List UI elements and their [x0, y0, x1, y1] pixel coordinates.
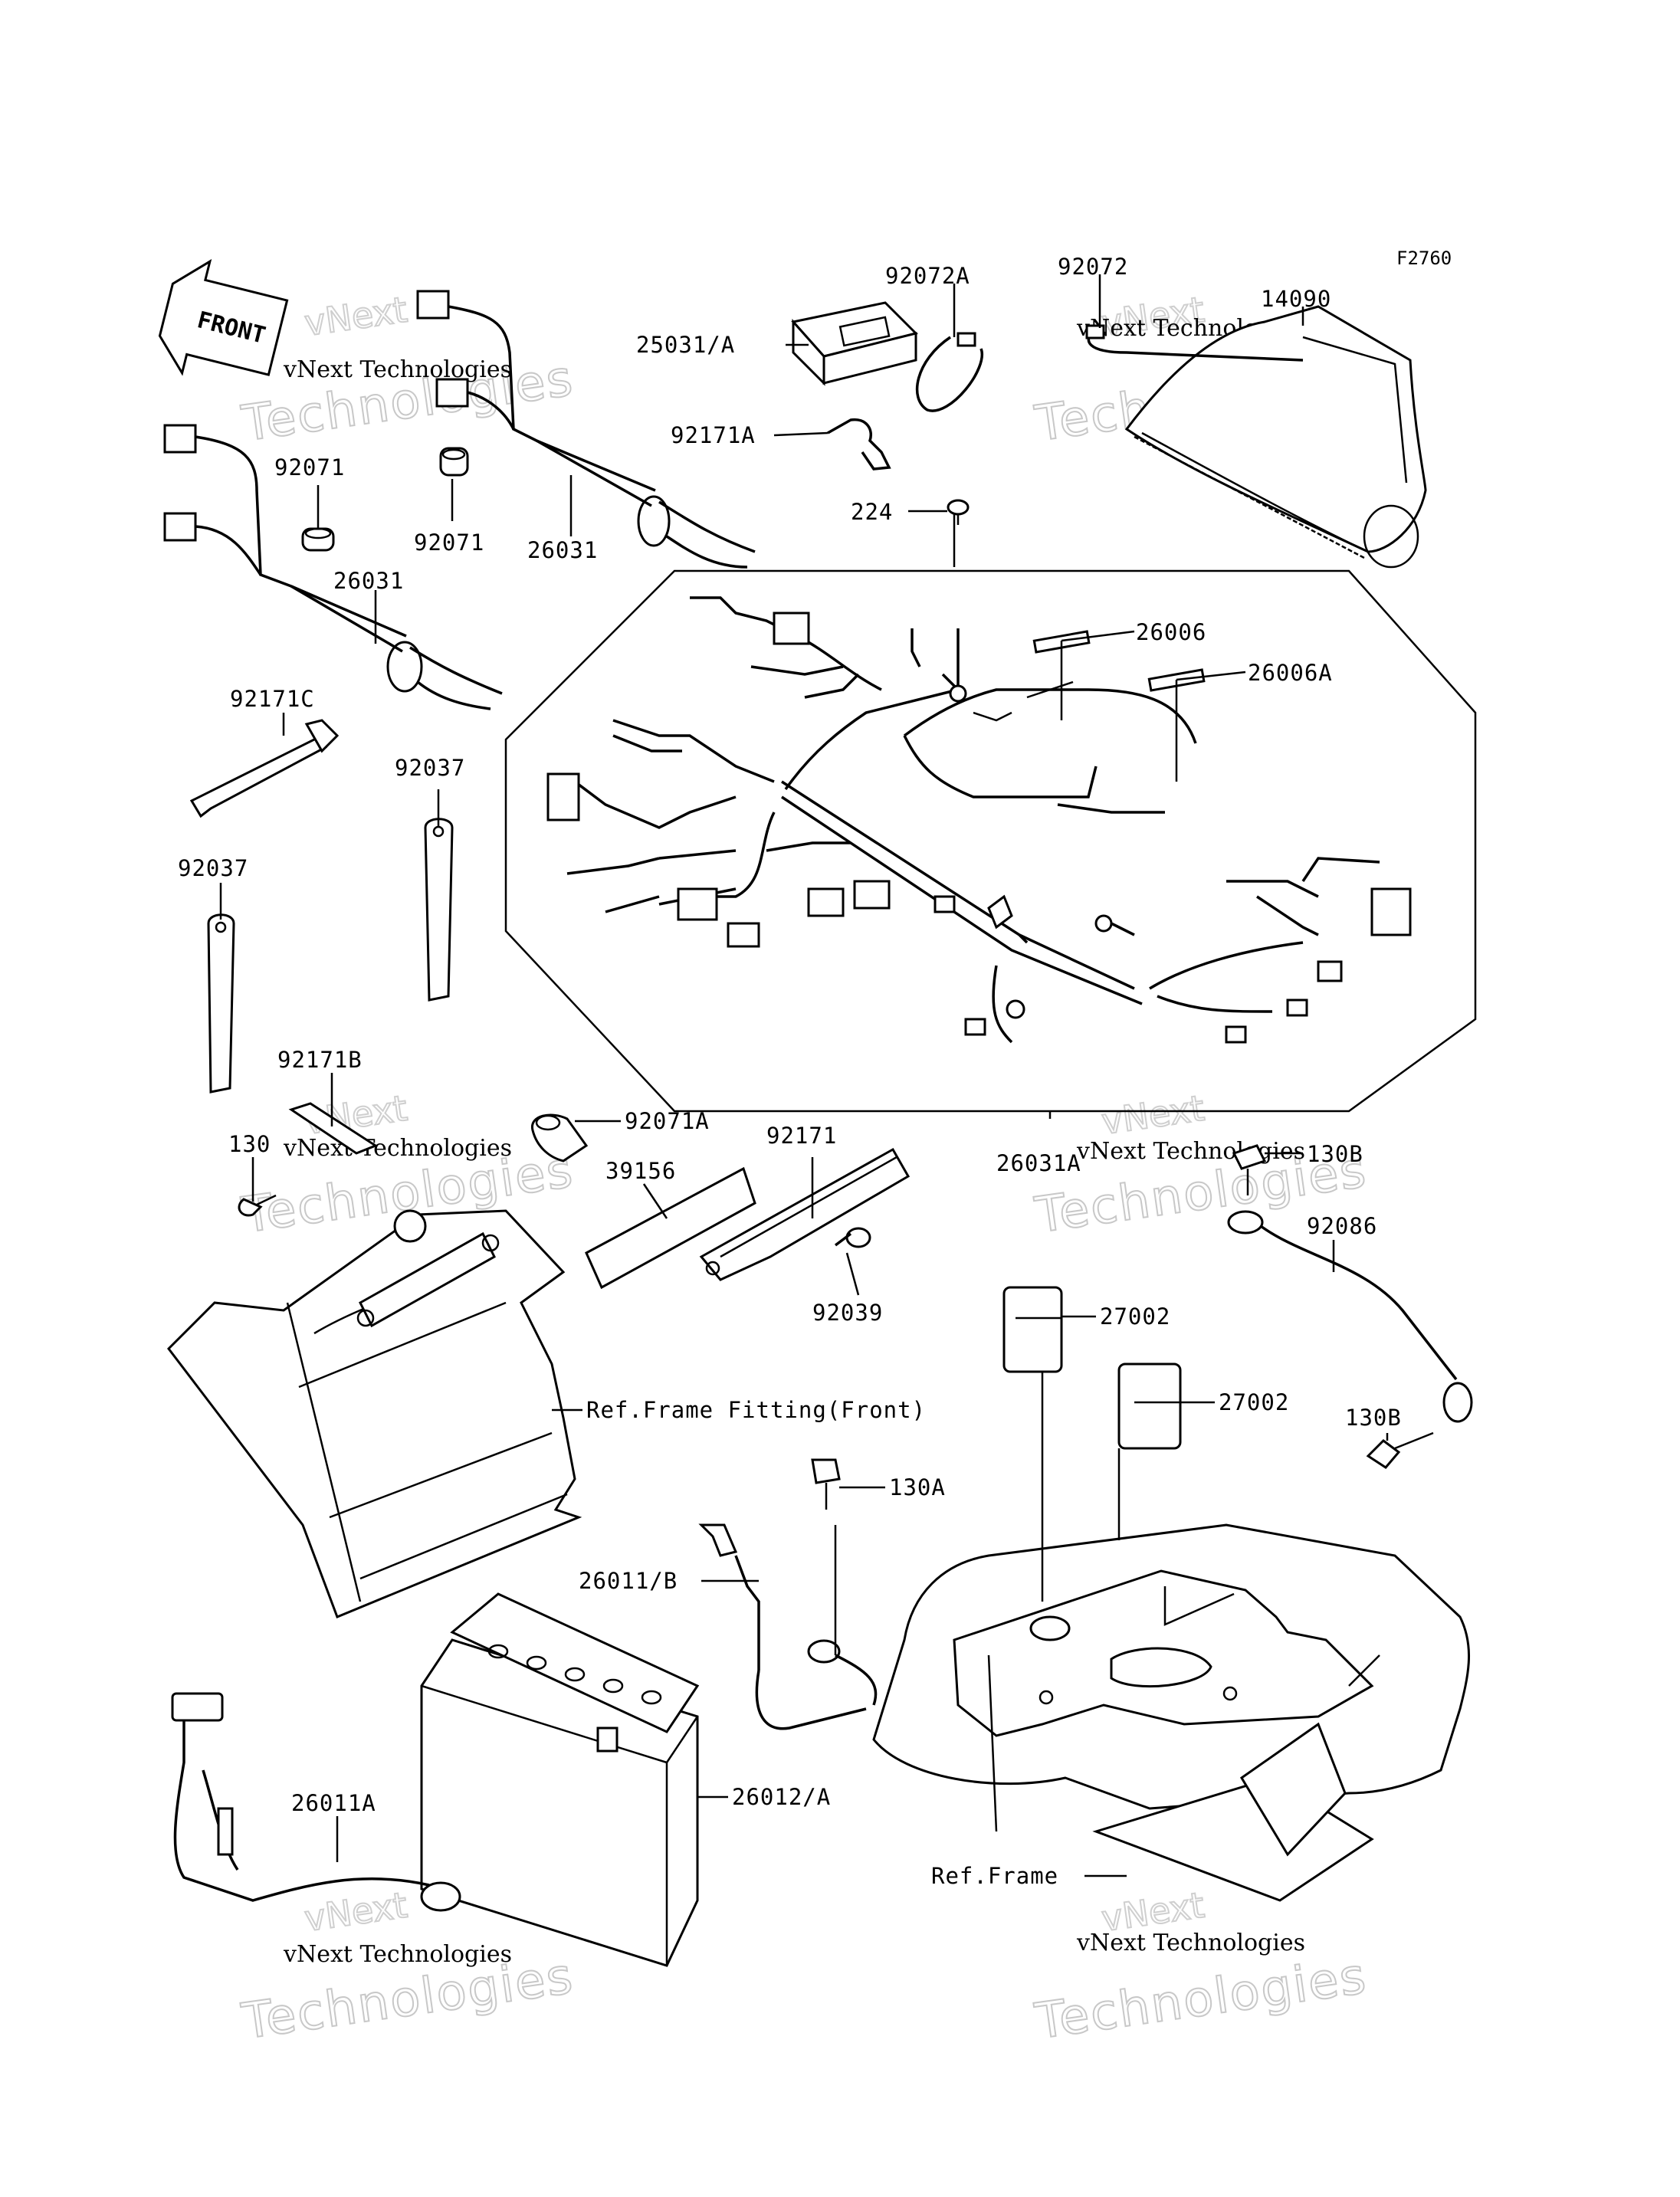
label-92039: 92039: [812, 1300, 883, 1326]
svg-text:vNext Technologies: vNext Technologies: [283, 356, 512, 383]
part-27002-relay-b: [1117, 1362, 1182, 1450]
svg-text:vNext: vNext: [302, 1884, 410, 1940]
svg-text:vNext: vNext: [1099, 1087, 1207, 1143]
label-39156: 39156: [605, 1158, 676, 1184]
ref-frame: [872, 1523, 1471, 1902]
part-92171B-strip: [288, 1102, 379, 1155]
part-92086-ground-cable: [1227, 1210, 1473, 1423]
label-26031-mid: 26031: [333, 568, 404, 594]
svg-text:vNext: vNext: [302, 289, 410, 344]
part-92171-bracket: [699, 1147, 911, 1281]
part-14090-cover: [1124, 305, 1427, 569]
part-130A-bolt: [811, 1458, 841, 1510]
part-92037-strap-left: [207, 913, 235, 1094]
label-25031A: 25031/A: [636, 332, 735, 358]
svg-text:vNext Technologies: vNext Technologies: [1076, 1138, 1305, 1165]
part-26031A-frame: [504, 569, 1477, 1113]
part-labels: 92072A 92072 14090 25031/A 92171A 92071 …: [178, 254, 1402, 1889]
label-92071A: 92071A: [625, 1108, 710, 1134]
part-130B-bolt-bottom: [1366, 1431, 1434, 1469]
svg-text:vNext Technologies: vNext Technologies: [283, 1135, 512, 1162]
part-39156-pad: [585, 1166, 756, 1290]
ref-frame-fitting-front: [167, 1209, 582, 1618]
label-92171B: 92171B: [277, 1047, 363, 1073]
part-26011B-cable: [698, 1523, 878, 1730]
label-130: 130: [228, 1131, 271, 1157]
svg-text:Technologies: Technologies: [1032, 1948, 1370, 2051]
label-26011B: 26011/B: [579, 1568, 678, 1594]
part-26012A-battery: [420, 1592, 700, 1967]
part-92171A-clamp: [827, 418, 891, 471]
watermark-bottom-right: vNext Technologies vNext Technologies: [1031, 1884, 1371, 2051]
label-26006: 26006: [1136, 619, 1206, 645]
label-92037-left: 92037: [178, 855, 248, 881]
label-27002-a: 27002: [1100, 1303, 1170, 1330]
part-130-bolt: [238, 1194, 277, 1217]
label-130A: 130A: [889, 1474, 946, 1500]
part-92171C-strip: [189, 719, 340, 818]
label-92071-left: 92071: [274, 454, 345, 480]
label-27002-b: 27002: [1219, 1389, 1289, 1415]
part-92071-grommet-left: [301, 527, 335, 552]
part-27002-relay-a: [1002, 1286, 1063, 1373]
svg-text:vNext Technologies: vNext Technologies: [283, 1941, 512, 1968]
label-92037-right: 92037: [395, 755, 465, 781]
part-26031-harness-top: [416, 290, 756, 569]
part-26031-harness-mid: [163, 424, 503, 710]
diagram-code: F2760: [1396, 248, 1452, 269]
part-224-screw: [947, 499, 970, 525]
part-92072A-band: [915, 332, 984, 412]
part-26011A-cable: [171, 1692, 461, 1912]
front-arrow-icon: FRONT: [158, 259, 289, 376]
label-ref-frame-fitting-front: Ref.Frame Fitting(Front): [586, 1397, 926, 1423]
label-26011A: 26011A: [291, 1790, 376, 1816]
part-26031A-main-harness: [546, 596, 1412, 1044]
label-92171: 92171: [766, 1123, 837, 1149]
label-224: 224: [851, 499, 893, 525]
label-26006A: 26006A: [1248, 660, 1333, 686]
label-92171C: 92171C: [230, 686, 315, 712]
part-92072-band: [1085, 324, 1304, 362]
label-130B-bottom: 130B: [1345, 1405, 1402, 1431]
label-92072: 92072: [1058, 254, 1128, 280]
label-92072A: 92072A: [885, 263, 970, 289]
svg-text:vNext Technologies: vNext Technologies: [1076, 1930, 1305, 1956]
part-92039-grommet: [834, 1227, 871, 1248]
label-92086: 92086: [1307, 1213, 1377, 1239]
label-26031-top: 26031: [527, 537, 598, 563]
part-92071A-grommet: [531, 1113, 589, 1162]
label-26012A: 26012/A: [732, 1784, 831, 1810]
label-ref-frame: Ref.Frame: [931, 1863, 1058, 1889]
label-92071-right: 92071: [414, 530, 484, 556]
label-130B-top: 130B: [1307, 1141, 1363, 1167]
watermark-top-left: vNext Technologies vNext Technologies: [238, 288, 578, 454]
label-92171A: 92171A: [671, 422, 756, 448]
part-25031-relay-box: [791, 301, 918, 386]
label-14090: 14090: [1261, 286, 1331, 312]
leader-lines: [219, 274, 1389, 1877]
part-92037-strap-right: [424, 818, 454, 1002]
part-92071-grommet-right: [439, 447, 469, 477]
part-130B-bolt-top: [1232, 1144, 1267, 1195]
label-26031A: 26031A: [996, 1150, 1081, 1176]
